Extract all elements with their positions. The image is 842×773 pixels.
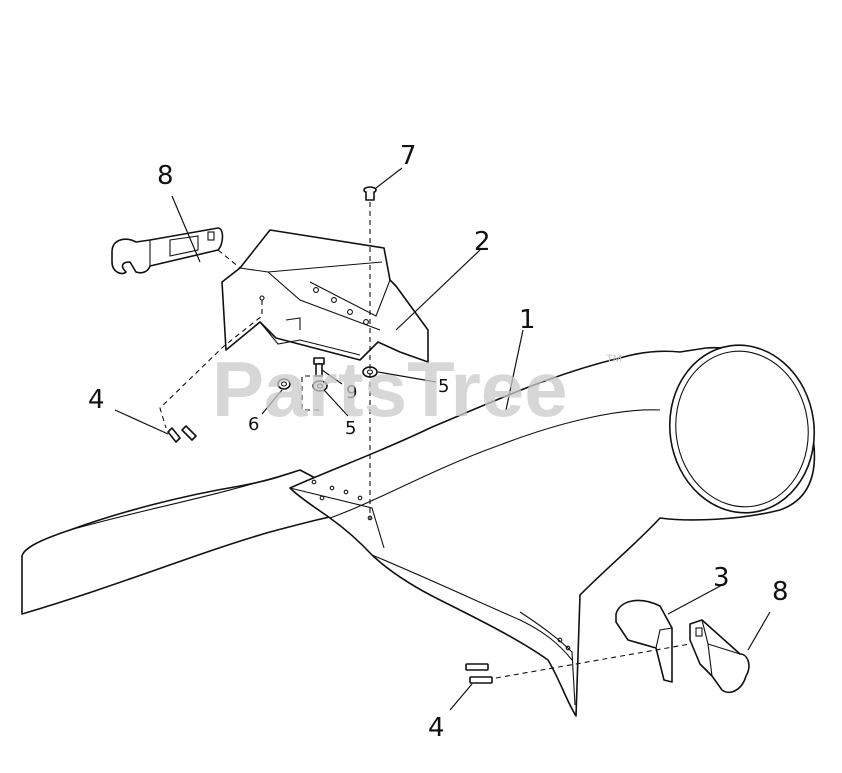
callout-8-lower: 8 — [772, 577, 789, 607]
callout-5-right: 5 — [438, 376, 449, 397]
part-5-washer-a[interactable] — [312, 380, 328, 392]
svg-text:TM: TM — [606, 353, 622, 365]
callout-4-lower: 4 — [428, 713, 445, 743]
part-7-carriage-bolt[interactable] — [363, 186, 377, 201]
leader-lines — [114, 167, 771, 711]
callout-1: 1 — [519, 305, 536, 335]
callout-2: 2 — [474, 227, 491, 257]
part-3-lower-bracket[interactable] — [615, 599, 673, 683]
part-4-bolts-lower[interactable] — [465, 663, 493, 684]
part-2-deflector-bracket[interactable] — [221, 229, 429, 363]
callout-5-lower: 5 — [345, 418, 356, 439]
part-8-latch-lower[interactable] — [689, 619, 750, 694]
callout-6: 6 — [248, 414, 259, 435]
part-4-bolts-upper[interactable] — [167, 425, 197, 443]
callout-9: 9 — [346, 382, 357, 403]
svg-text:PartsTree: PartsTree — [212, 345, 568, 433]
callout-7: 7 — [400, 141, 417, 171]
part-1-chute-body[interactable] — [21, 336, 825, 717]
callout-8-upper: 8 — [157, 161, 174, 191]
part-8-latch-upper[interactable] — [111, 227, 224, 275]
callout-3: 3 — [713, 563, 730, 593]
callout-4-upper: 4 — [88, 385, 105, 415]
assembly-lines — [159, 202, 691, 679]
callout-labels: 1 2 3 4 4 5 5 6 7 8 8 9 — [88, 141, 789, 743]
part-6-nut[interactable] — [277, 378, 291, 390]
partstree-watermark: PartsTree TM — [212, 345, 622, 433]
